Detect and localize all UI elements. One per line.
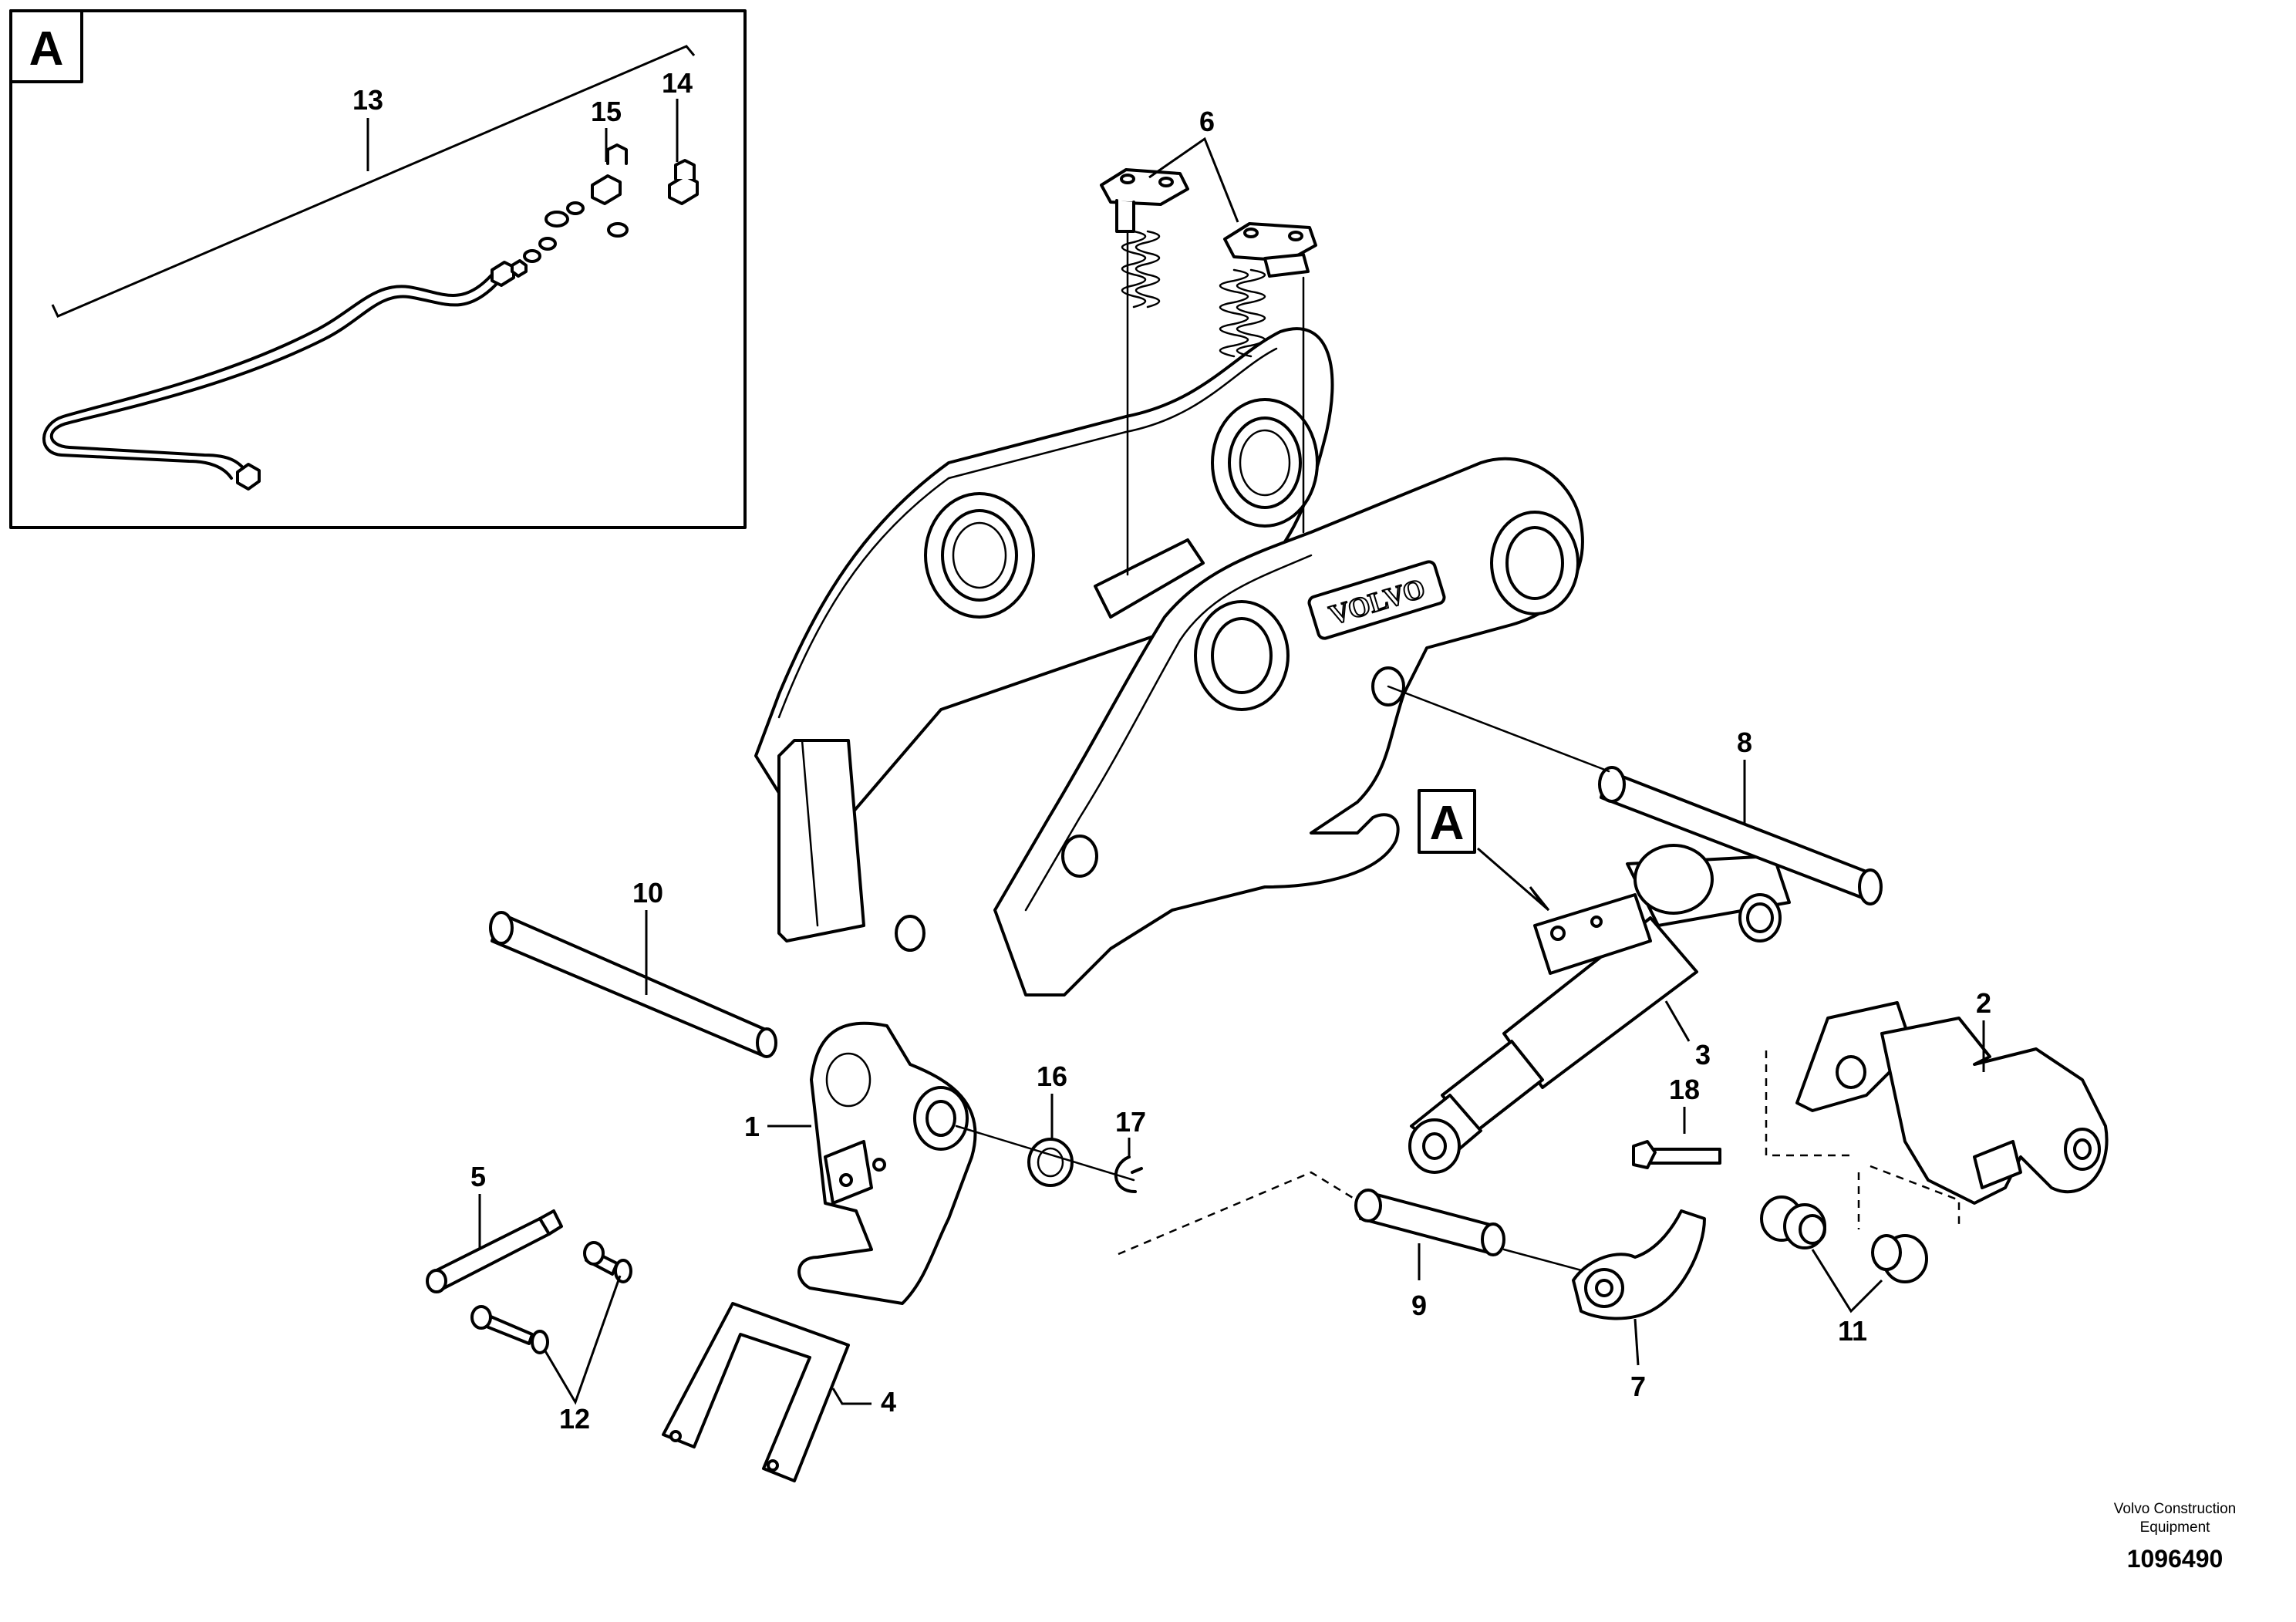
bolt-18: 18 [1632, 1074, 1721, 1169]
callout-3: 3 [1695, 1039, 1711, 1071]
bolt-5: 5 [426, 1161, 563, 1293]
callout-16: 16 [1037, 1061, 1067, 1092]
spring-assembly-right [1219, 222, 1317, 534]
callout-2: 2 [1976, 987, 1991, 1019]
callout-10: 10 [632, 877, 663, 909]
front-bore-left [1194, 600, 1290, 711]
callout-13: 13 [352, 84, 383, 116]
detail-ref-label: A [1430, 797, 1465, 850]
callout-9: 9 [1411, 1290, 1427, 1321]
bolts-12: 12 [470, 1241, 632, 1435]
bushings-11: 11 [1760, 1195, 1928, 1347]
rear-jaw [777, 739, 865, 943]
washer-16: 16 [1027, 1061, 1074, 1187]
callout-8: 8 [1737, 727, 1752, 758]
spring-assemblies-6: 6 [1100, 106, 1317, 576]
rear-side-plate [754, 327, 1334, 819]
leader-6 [1148, 137, 1239, 223]
circlip-17: 17 [1114, 1106, 1146, 1193]
hydraulic-cylinder-3: 3 [1408, 844, 1791, 1174]
latch-2: 2 [1795, 987, 2109, 1205]
safety-bracket-4: 4 [662, 1302, 896, 1482]
callout-17: 17 [1115, 1106, 1146, 1138]
callout-1: 1 [744, 1111, 760, 1142]
callout-18: 18 [1669, 1074, 1700, 1105]
detail-label: A [29, 22, 64, 76]
link-7: 7 [1572, 1209, 1706, 1402]
detail-label-box [9, 9, 83, 83]
footer-company-line2: Equipment [2140, 1519, 2211, 1536]
callout-14: 14 [662, 67, 693, 99]
callout-7: 7 [1630, 1371, 1646, 1402]
callout-11: 11 [1838, 1315, 1867, 1347]
callout-5: 5 [470, 1161, 486, 1192]
footer-company-line1: Volvo Construction [2114, 1501, 2236, 1517]
pin-10: 10 [489, 877, 777, 1058]
callout-6: 6 [1199, 106, 1215, 137]
detail-callout-a: A [1418, 789, 1550, 912]
callout-15: 15 [591, 96, 622, 127]
fittings-and-washers [523, 143, 699, 263]
drawing-number: 1096490 [2127, 1545, 2224, 1573]
quick-coupler-frame: VOLVO [754, 327, 1584, 996]
footer: Volvo Construction Equipment 1096490 [2114, 1501, 2236, 1573]
callout-4: 4 [881, 1386, 896, 1418]
spring-assembly-left [1100, 168, 1189, 576]
hook-1: 1 [744, 1021, 977, 1305]
valve-block [1533, 893, 1652, 975]
detail-frame [9, 9, 747, 529]
detail-view-a: A 13 15 14 [9, 9, 747, 529]
pin-9: 9 [1354, 1189, 1606, 1321]
pin-8: 8 [1387, 685, 1883, 905]
front-bore-right [1490, 511, 1580, 615]
tube-line-13 [42, 259, 528, 491]
cross-member [1094, 538, 1205, 619]
fitting-15 [591, 174, 622, 205]
callout-12: 12 [559, 1403, 590, 1435]
leader-13 [51, 45, 696, 318]
